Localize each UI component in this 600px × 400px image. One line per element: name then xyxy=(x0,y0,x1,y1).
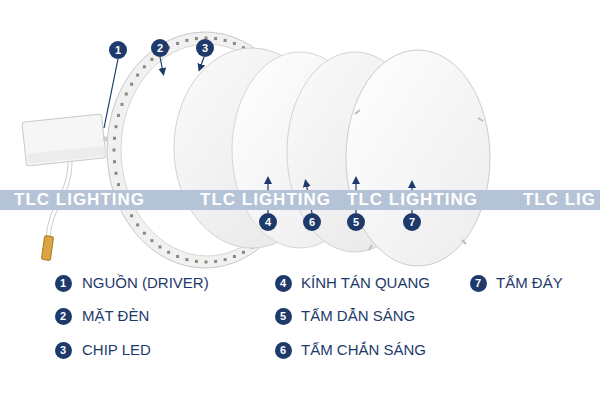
led-chip xyxy=(185,258,188,261)
led-chip xyxy=(143,232,146,235)
callout-number: 2 xyxy=(55,308,72,325)
led-chip xyxy=(150,239,153,242)
led-chip xyxy=(130,214,133,217)
led-chip xyxy=(113,149,116,152)
led-chip xyxy=(167,251,170,254)
callout-number: 6 xyxy=(275,342,292,359)
part-name: CHIP LED xyxy=(82,341,151,359)
callout-number: 7 xyxy=(403,213,421,231)
callout-number: 2 xyxy=(151,39,169,57)
part-name: TẤM ĐÁY xyxy=(496,274,563,292)
led-chip xyxy=(121,103,124,106)
callout-number: 4 xyxy=(259,213,277,231)
led-chip xyxy=(150,58,153,61)
callout-number: 3 xyxy=(55,342,72,359)
led-chip xyxy=(185,39,188,42)
watermark: TLC LIGHTING xyxy=(12,190,147,210)
driver-box xyxy=(22,114,106,166)
led-chip xyxy=(233,255,236,258)
leader-line xyxy=(200,57,204,68)
callout-number: 1 xyxy=(109,41,127,59)
watermark: TLC LIGHTING xyxy=(345,190,480,210)
led-chip xyxy=(113,160,116,163)
callout-number: 1 xyxy=(55,275,72,292)
led-chip xyxy=(224,39,227,42)
watermark: TLC LIGHTING xyxy=(198,190,333,210)
watermark-band xyxy=(0,190,600,210)
led-chip xyxy=(117,183,120,186)
led-chip xyxy=(130,83,133,86)
leader-line xyxy=(104,59,118,128)
led-chip xyxy=(176,42,179,45)
led-chip xyxy=(115,172,118,175)
led-chip xyxy=(242,251,245,254)
back-plate xyxy=(346,50,490,266)
led-chip xyxy=(115,125,118,128)
led-chip xyxy=(143,65,146,68)
led-chip xyxy=(113,137,116,140)
callout-number: 5 xyxy=(275,308,292,325)
led-chip xyxy=(117,114,120,117)
led-chip xyxy=(125,93,128,96)
watermark: TLC LIG xyxy=(521,190,598,210)
leader-line xyxy=(160,57,163,72)
led-chip xyxy=(214,260,217,263)
back-plate-tabs xyxy=(355,110,483,250)
led-chip xyxy=(195,260,198,263)
callout-number: 3 xyxy=(196,39,214,57)
part-name: NGUỒN (DRIVER) xyxy=(82,274,209,292)
part-name: TẤM DẪN SÁNG xyxy=(301,307,415,325)
part-name: KÍNH TÁN QUANG xyxy=(301,274,430,292)
connector xyxy=(41,236,53,261)
callout-number: 7 xyxy=(470,275,487,292)
led-chip xyxy=(176,255,179,258)
part-name: MẶT ĐÈN xyxy=(82,307,149,325)
led-chip xyxy=(136,74,139,77)
led-chip xyxy=(195,37,198,40)
led-chip xyxy=(233,42,236,45)
led-chip xyxy=(159,246,162,249)
led-chip xyxy=(136,223,139,226)
callout-number: 5 xyxy=(347,213,365,231)
led-chip xyxy=(214,37,217,40)
callout-number: 4 xyxy=(275,275,292,292)
led-chip xyxy=(224,258,227,261)
part-name: TẤM CHẮN SÁNG xyxy=(301,341,426,359)
callout-number: 6 xyxy=(303,213,321,231)
led-chip xyxy=(205,261,208,264)
